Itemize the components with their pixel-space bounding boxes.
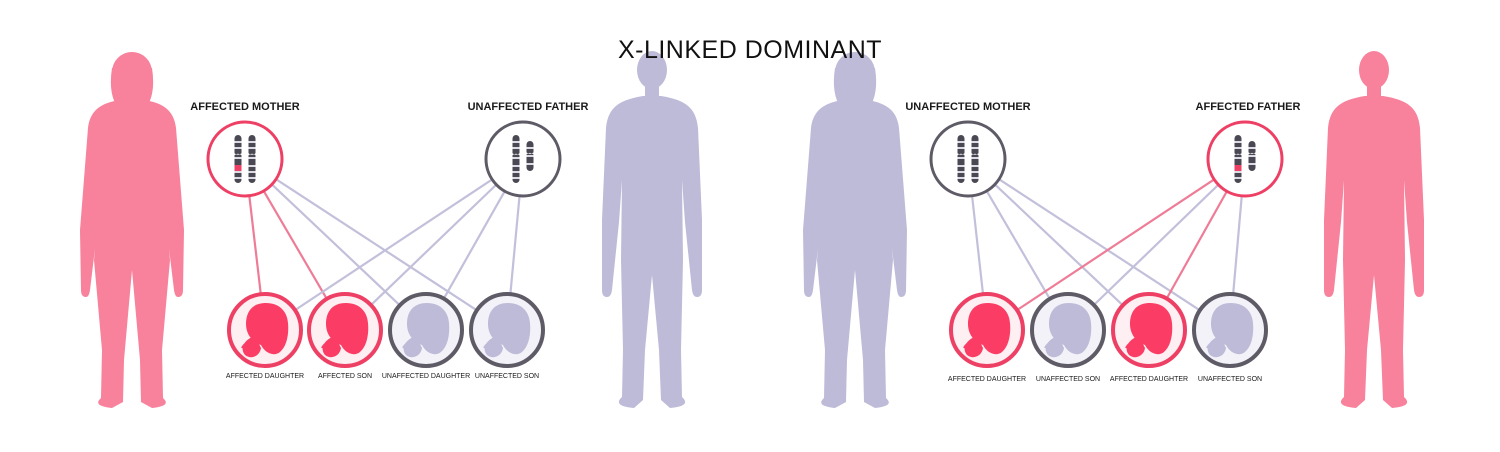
child-label-2-4: UNAFFECTED SON [1197, 376, 1263, 383]
mother-chromosome-circle-2 [929, 120, 1007, 198]
inheritance-line-1-3 [270, 183, 401, 307]
child-circle-2-1 [949, 292, 1025, 368]
man-silhouette-2 [1324, 51, 1424, 408]
child-label-2-3: AFFECTED DAUGHTER [1109, 376, 1189, 383]
inheritance-line-2-8 [1232, 194, 1243, 296]
child-circle-1-4 [469, 292, 545, 368]
woman-silhouette-2 [803, 52, 907, 408]
child-circle-1-1 [227, 292, 303, 368]
inheritance-line-2-7 [1165, 190, 1228, 300]
child-circle-2-2 [1030, 292, 1106, 368]
father-chromosome-circle-2 [1206, 120, 1284, 198]
inheritance-line-2-3 [993, 183, 1124, 307]
child-label-1-2: AFFECTED SON [317, 373, 373, 380]
woman-silhouette-1 [80, 52, 184, 408]
inheritance-line-1-6 [369, 183, 498, 307]
inheritance-line-1-2 [262, 189, 328, 301]
inheritance-line-1-4 [274, 178, 478, 312]
child-label-1-3: UNAFFECTED DAUGHTER [381, 373, 471, 380]
child-circle-2-3 [1111, 292, 1187, 368]
child-circle-2-4 [1192, 292, 1268, 368]
diagram-title: X-LINKED DOMINANT [617, 36, 883, 64]
child-label-1-4: UNAFFECTED SON [474, 373, 540, 380]
inheritance-line-1-7 [442, 190, 506, 300]
mother-chromosome-circle-1 [206, 120, 284, 198]
child-circle-1-3 [388, 292, 464, 368]
parent-label-mother-2: UNAFFECTED MOTHER [905, 101, 1031, 113]
child-label-2-1: AFFECTED DAUGHTER [947, 376, 1027, 383]
inheritance-line-2-5 [1015, 178, 1216, 312]
inheritance-line-2-4 [997, 178, 1201, 312]
child-circle-1-2 [307, 292, 383, 368]
child-label-1-1: AFFECTED DAUGHTER [225, 373, 305, 380]
parent-label-mother-1: AFFECTED MOTHER [190, 101, 300, 113]
inheritance-line-1-5 [293, 178, 494, 312]
inheritance-line-1-1 [248, 194, 262, 296]
inheritance-line-2-2 [985, 189, 1051, 301]
parent-label-father-2: AFFECTED FATHER [1195, 101, 1301, 113]
man-silhouette-1 [602, 51, 702, 408]
child-label-2-2: UNAFFECTED SON [1035, 376, 1101, 383]
inheritance-line-2-6 [1092, 183, 1220, 307]
inheritance-line-2-1 [970, 194, 985, 296]
parent-label-father-1: UNAFFECTED FATHER [467, 101, 589, 113]
father-chromosome-circle-1 [484, 120, 562, 198]
inheritance-line-1-8 [509, 194, 521, 296]
